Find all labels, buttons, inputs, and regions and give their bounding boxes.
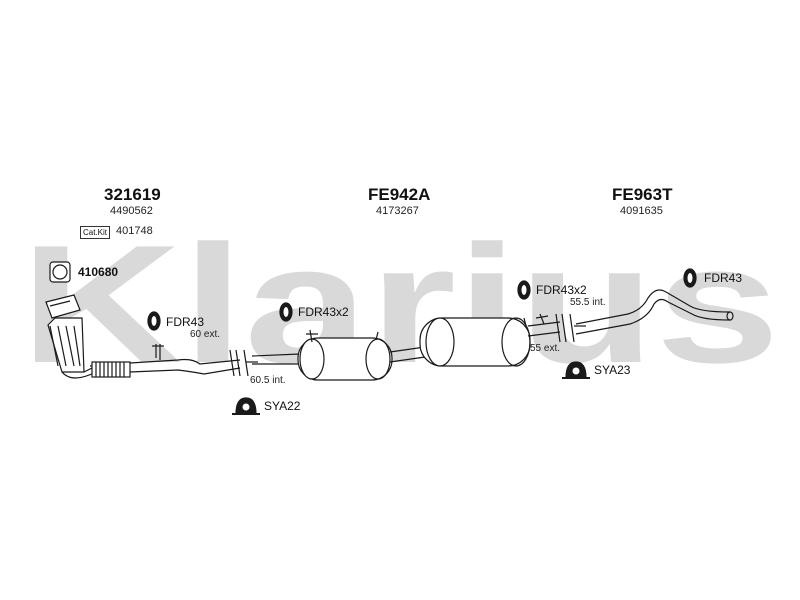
rubber-hanger-icon	[147, 311, 161, 331]
gasket-code: 410680	[78, 265, 119, 279]
front-pipe	[89, 344, 241, 378]
cat-kit-number: 401748	[116, 225, 153, 237]
watermark-text: Klarius	[20, 210, 780, 398]
section-title-front: 321619	[104, 185, 161, 204]
clamp-icon	[562, 361, 590, 379]
gasket-icon	[49, 261, 71, 283]
dimension-label: 60.5 int.	[250, 375, 286, 386]
dimension-label: 55 ext.	[530, 343, 561, 354]
rubber-hanger-icon	[517, 280, 531, 300]
rubber-label: FDR43x2	[536, 283, 587, 297]
clamp-label: SYA23	[594, 363, 631, 377]
rear-silencer	[419, 313, 561, 367]
dimension-label: 60 ext.	[190, 329, 221, 340]
rubber-hanger-icon	[279, 302, 293, 322]
rubber-label: FDR43x2	[298, 305, 349, 319]
section-title-rear: FE963T	[612, 185, 673, 204]
rubber-hanger-icon	[683, 268, 697, 288]
middle-silencer	[251, 329, 433, 381]
section-title-middle: FE942A	[368, 185, 431, 204]
tail-pipe	[575, 289, 734, 335]
section-oe-middle: 4173267	[376, 205, 419, 217]
section-oe-front: 4490562	[110, 205, 153, 217]
joint-1-marks	[229, 349, 258, 377]
cat-kit-badge: Cat.Kit	[80, 226, 111, 239]
clamp-label: SYA22	[264, 399, 301, 413]
catalytic-converter	[45, 294, 97, 379]
section-oe-rear: 4091635	[620, 205, 663, 217]
clamp-icon	[232, 397, 260, 415]
rubber-label: FDR43	[704, 271, 743, 285]
joint-2-marks	[555, 313, 586, 343]
rubber-label: FDR43	[166, 315, 205, 329]
dimension-label: 55.5 int.	[570, 297, 606, 308]
